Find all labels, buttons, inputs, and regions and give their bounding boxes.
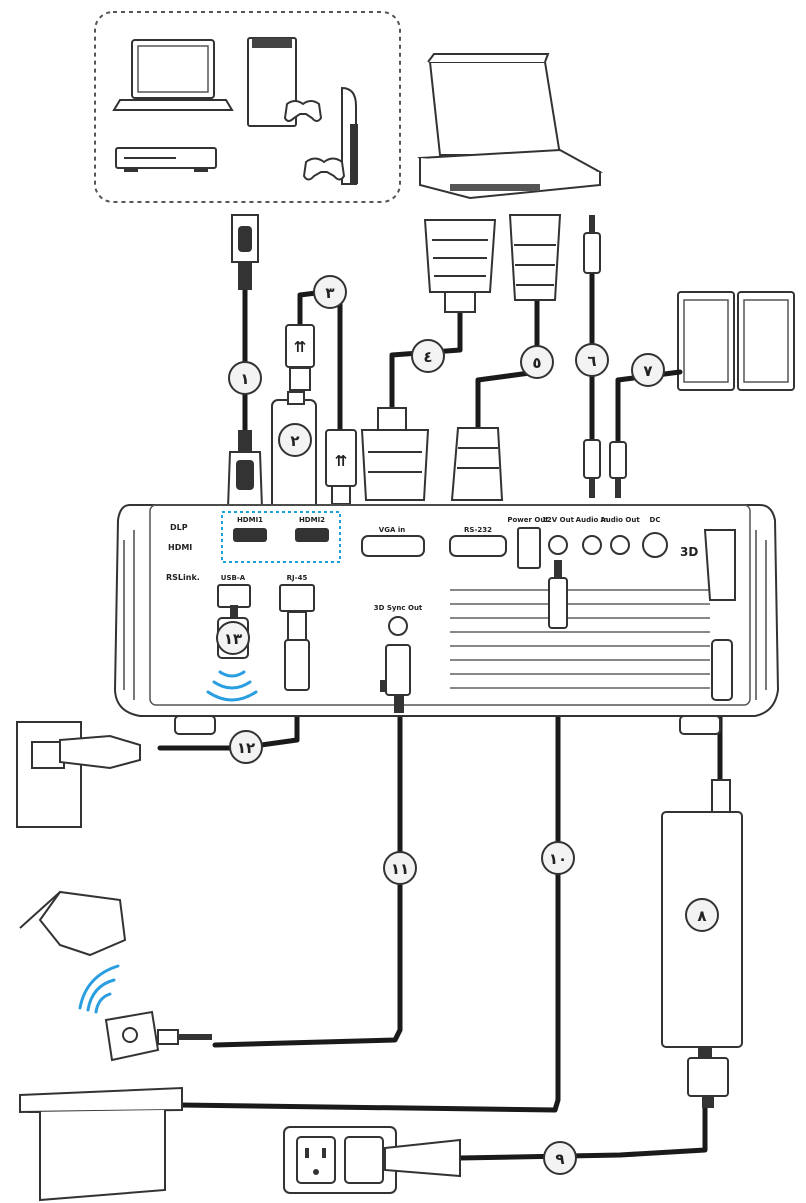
- audio-out-port-label: Audio Out: [600, 516, 640, 524]
- screen-icon: [19, 1086, 183, 1202]
- power-out-port: [517, 527, 541, 569]
- callouts: ١ ٢ ٣ ٤ ٥ ٦ ٧ ٨ ٩ ١٠ ١١ ١٢ ١٣: [216, 275, 719, 1175]
- speakers-icon: [677, 291, 795, 391]
- audio-out-port: [610, 535, 630, 555]
- wireless-icon: [206, 670, 258, 702]
- ac-plug-icon: [687, 1057, 729, 1108]
- usb-plug-icon: ⇈: [325, 429, 357, 505]
- callout-11: ١١: [383, 851, 417, 885]
- vga-in-port-label: VGA in: [379, 526, 405, 534]
- svg-text:١٣: ١٣: [224, 630, 242, 648]
- vga-in-port: [361, 535, 425, 557]
- vga-plug-icon: [423, 219, 497, 313]
- svg-text:٨: ٨: [697, 907, 706, 925]
- game-console-icon: [247, 37, 297, 127]
- vga-plug-icon: [360, 407, 430, 501]
- callout-2: ٢: [278, 423, 312, 457]
- gamepad-icon: [283, 100, 323, 122]
- rj45-port-label: RJ-45: [287, 574, 308, 582]
- callout-6: ٦: [575, 343, 609, 377]
- audio-jack-icon: [583, 439, 601, 498]
- callout-5: ٥: [520, 345, 554, 379]
- 12v-out-port-label: 12V Out: [542, 516, 575, 524]
- audio-in-port-label: Audio In: [576, 516, 609, 524]
- power-out-port-label: Power Out: [507, 516, 549, 524]
- dvd-player-icon: [115, 147, 217, 172]
- hdmi1-port: [233, 528, 267, 542]
- svg-text:⇈: ⇈: [294, 338, 307, 356]
- callout-3: ٣: [313, 275, 347, 309]
- callout-10: ١٠: [541, 841, 575, 875]
- audio-in-port: [582, 535, 602, 555]
- laptop-icon: [112, 39, 234, 111]
- laptop-icon: [417, 53, 603, 200]
- rs232-plug-icon: [450, 427, 504, 501]
- wireless-icon: [78, 964, 120, 1014]
- ethernet-wall-jack-icon: [16, 721, 141, 828]
- svg-text:٥: ٥: [532, 354, 541, 372]
- usb-a-port-label: USB-A: [221, 574, 246, 582]
- callout-12: ١٢: [229, 730, 263, 764]
- callout-4: ٤: [411, 339, 445, 373]
- 3d-logo: 3D: [680, 545, 698, 559]
- rs232-plug-icon: [508, 214, 562, 301]
- callout-1: ١: [228, 361, 262, 395]
- svg-text:١٢: ١٢: [237, 739, 255, 757]
- rs232-port-label: RS-232: [464, 526, 492, 534]
- dlp-logo: DLP: [170, 523, 188, 532]
- usb-a-port: [217, 584, 251, 608]
- hdmi2-port-label: HDMI2: [299, 516, 325, 524]
- rs232-port: [449, 535, 507, 557]
- 3d-emitter-icon: [104, 1010, 212, 1062]
- svg-text:٢: ٢: [290, 432, 299, 450]
- hdmi-plug-icon: [226, 430, 264, 509]
- wall-outlet-icon: [283, 1126, 461, 1194]
- svg-text:٣: ٣: [325, 284, 334, 302]
- rslink-logo: RSLink.: [166, 573, 200, 582]
- hdmi-plug-icon: [231, 214, 259, 290]
- audio-jack-icon: [609, 441, 627, 498]
- 3d-sync-out-port: [388, 616, 408, 636]
- dc-port-label: DC: [650, 516, 661, 524]
- source-devices-group: [94, 11, 401, 203]
- callout-8: ٨: [685, 898, 719, 932]
- rj45-port: [279, 584, 315, 612]
- usb-plug-icon: ⇈: [285, 324, 315, 391]
- projector-rear-panel: DLP HDMI RSLink. 3D HDMI1 HDMI2 VGA in R…: [113, 504, 780, 735]
- 12v-out-port: [548, 535, 568, 555]
- svg-text:٩: ٩: [555, 1150, 564, 1168]
- svg-text:⇈: ⇈: [335, 452, 348, 470]
- svg-text:٦: ٦: [587, 352, 596, 370]
- game-console-icon: [341, 86, 358, 185]
- rj45-plug-icon: [284, 611, 310, 691]
- 3d-sync-plug-icon: [380, 644, 411, 713]
- callout-9: ٩: [543, 1141, 577, 1175]
- gamepad-icon: [302, 157, 346, 181]
- svg-text:١٠: ١٠: [549, 850, 567, 868]
- dc-port: [642, 532, 668, 558]
- audio-jack-icon: [583, 215, 601, 274]
- callout-13: ١٣: [216, 621, 250, 655]
- 3d-sync-out-port-label: 3D Sync Out: [374, 604, 423, 612]
- hdmi-logo: HDMI: [168, 543, 192, 552]
- hdmi2-port: [295, 528, 329, 542]
- svg-text:٤: ٤: [423, 348, 432, 366]
- 3d-glasses-icon: [19, 890, 127, 957]
- callout-7: ٧: [631, 353, 665, 387]
- svg-text:١: ١: [240, 370, 249, 388]
- svg-text:١١: ١١: [391, 860, 409, 878]
- hdmi1-port-label: HDMI1: [237, 516, 263, 524]
- svg-text:٧: ٧: [643, 362, 652, 380]
- 12v-plug-icon: [548, 560, 568, 629]
